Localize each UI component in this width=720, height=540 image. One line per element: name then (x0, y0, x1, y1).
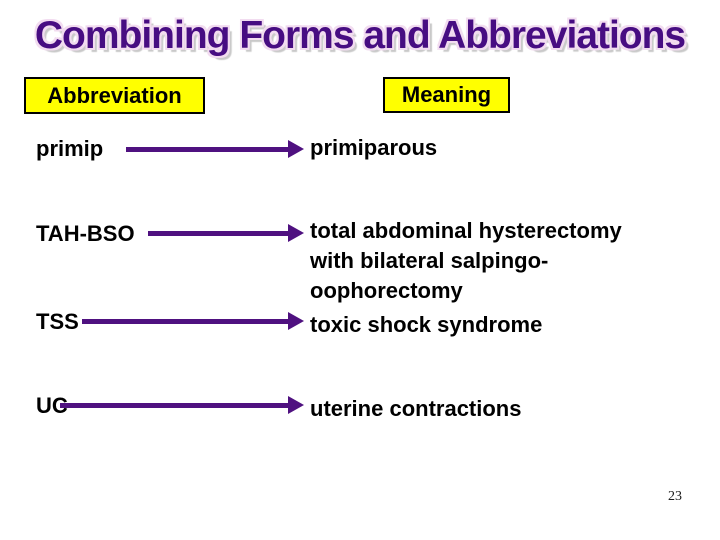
arrow-head-icon (288, 140, 304, 158)
arrow-icon (126, 139, 304, 160)
abbreviation-tah-bso: TAH-BSO (36, 221, 135, 246)
page-number: 23 (668, 489, 682, 504)
slide-title: Combining Forms and Abbreviations (34, 14, 686, 57)
meaning-tah-bso: total abdominal hysterectomy with bilate… (310, 218, 622, 303)
meaning-tss: toxic shock syndrome (310, 312, 543, 337)
abbreviation-tss: TSS (36, 309, 79, 334)
abbreviation-primip: primip (36, 136, 104, 161)
arrow-head-icon (288, 224, 304, 242)
meaning-uc: uterine contractions (310, 396, 522, 421)
abbreviation-column-header: Abbreviation (24, 77, 205, 114)
arrow-head-icon (288, 396, 304, 414)
arrow-head-icon (288, 312, 304, 330)
arrow-icon (148, 223, 304, 244)
meaning-column-header: Meaning (383, 77, 510, 113)
arrow-shaft (82, 319, 292, 324)
arrow-shaft (148, 231, 292, 236)
meaning-primiparous: primiparous (310, 135, 438, 160)
arrow-icon (82, 311, 304, 332)
arrow-shaft (126, 147, 292, 152)
arrow-icon (60, 395, 304, 416)
arrow-shaft (60, 403, 292, 408)
